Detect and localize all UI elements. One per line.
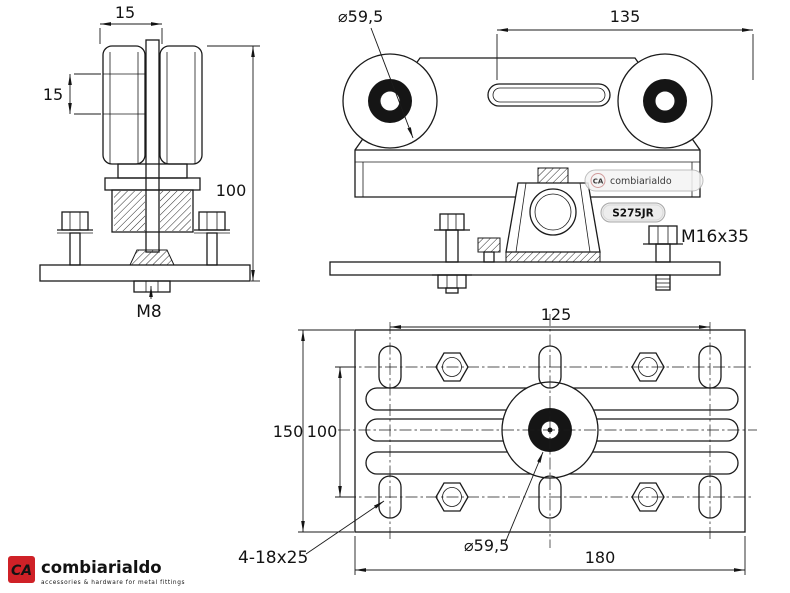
side-dim-top-label: 15: [115, 3, 135, 22]
side-right-wheel: [159, 45, 203, 165]
side-left-bolt: [57, 211, 93, 266]
side-right-bolt: [194, 211, 230, 266]
front-view: ⌀59,5 135 M16x35 CA combiarialdo S275JR: [329, 7, 754, 294]
plan-view: 125 150 100 180 4-18x25 ⌀59,5: [238, 305, 757, 575]
steel-grade-badge: S275JR: [600, 202, 666, 223]
front-base-plate: [329, 261, 721, 276]
plan-dim-spacing-label: 125: [541, 305, 572, 324]
m16-label: M16x35: [681, 227, 749, 247]
plan-slot-spec-label: 4-18x25: [238, 548, 308, 568]
m8-label: M8: [136, 302, 161, 322]
logo-name: combiarialdo: [41, 558, 162, 577]
plan-dim-outer-label: 150: [273, 422, 304, 441]
plan-dim-width-label: 180: [585, 548, 616, 567]
front-dim-span-label: 135: [610, 7, 641, 26]
watermark-name: combiarialdo: [610, 176, 672, 187]
brand-logo: CA combiarialdo accessories & hardware f…: [8, 556, 185, 586]
logo-mark-bg: [8, 556, 35, 583]
side-left-wheel: [102, 45, 146, 165]
front-guide-bracket: [505, 182, 601, 253]
watermark-mark: CA: [593, 178, 604, 186]
front-left-bolts: [432, 213, 501, 294]
side-base-plate: [39, 264, 251, 282]
side-dim-groove-label: 15: [43, 85, 63, 104]
brand-watermark: CA combiarialdo: [584, 169, 704, 192]
steel-grade-label: S275JR: [612, 208, 653, 220]
front-right-bolt: [643, 225, 683, 291]
side-view: 15 15 100 M8: [39, 3, 260, 322]
front-top-slot: [487, 83, 611, 107]
plan-dim-inner-label: 100: [307, 422, 338, 441]
side-centre-nut: [129, 249, 175, 266]
plan-dim-diameter-label: ⌀59,5: [464, 536, 509, 555]
front-dim-diameter-label: ⌀59,5: [338, 7, 383, 26]
side-bracket: [111, 189, 194, 233]
side-centre-plate: [145, 39, 160, 253]
side-dim-height-label: 100: [216, 181, 247, 200]
logo-tagline: accessories & hardware for metal fitting…: [41, 580, 185, 586]
logo-mark: CA: [11, 563, 32, 579]
